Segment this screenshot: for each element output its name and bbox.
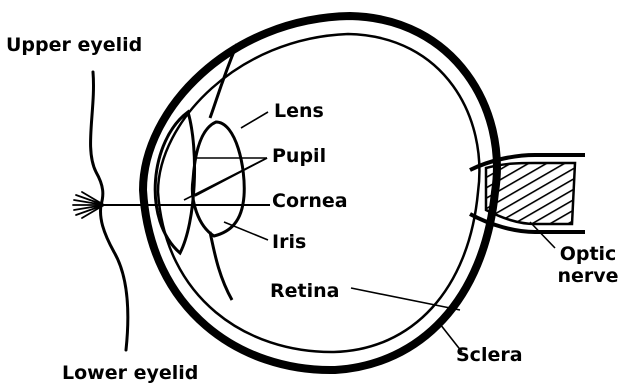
lens-leader <box>241 112 268 128</box>
optic-nerve-label-line1: Optic <box>553 243 623 265</box>
optic-leader <box>530 222 555 248</box>
upper-eyelid-label: Upper eyelid <box>6 34 142 56</box>
face-profile <box>91 72 128 350</box>
iris-label: Iris <box>272 231 306 253</box>
lens-label: Lens <box>274 100 324 122</box>
iris-leader <box>224 222 268 240</box>
cornea-label: Cornea <box>272 190 348 212</box>
lower-eyelid-label: Lower eyelid <box>62 362 198 384</box>
lens <box>192 122 244 236</box>
retina-label: Retina <box>270 280 339 302</box>
iris <box>210 44 237 300</box>
pupil-label: Pupil <box>272 145 326 167</box>
optic-nerve-label-line2: nerve <box>553 265 623 287</box>
cornea-leader <box>184 158 267 200</box>
sclera-label: Sclera <box>456 344 523 366</box>
optic-nerve-label: Optic nerve <box>553 243 623 287</box>
